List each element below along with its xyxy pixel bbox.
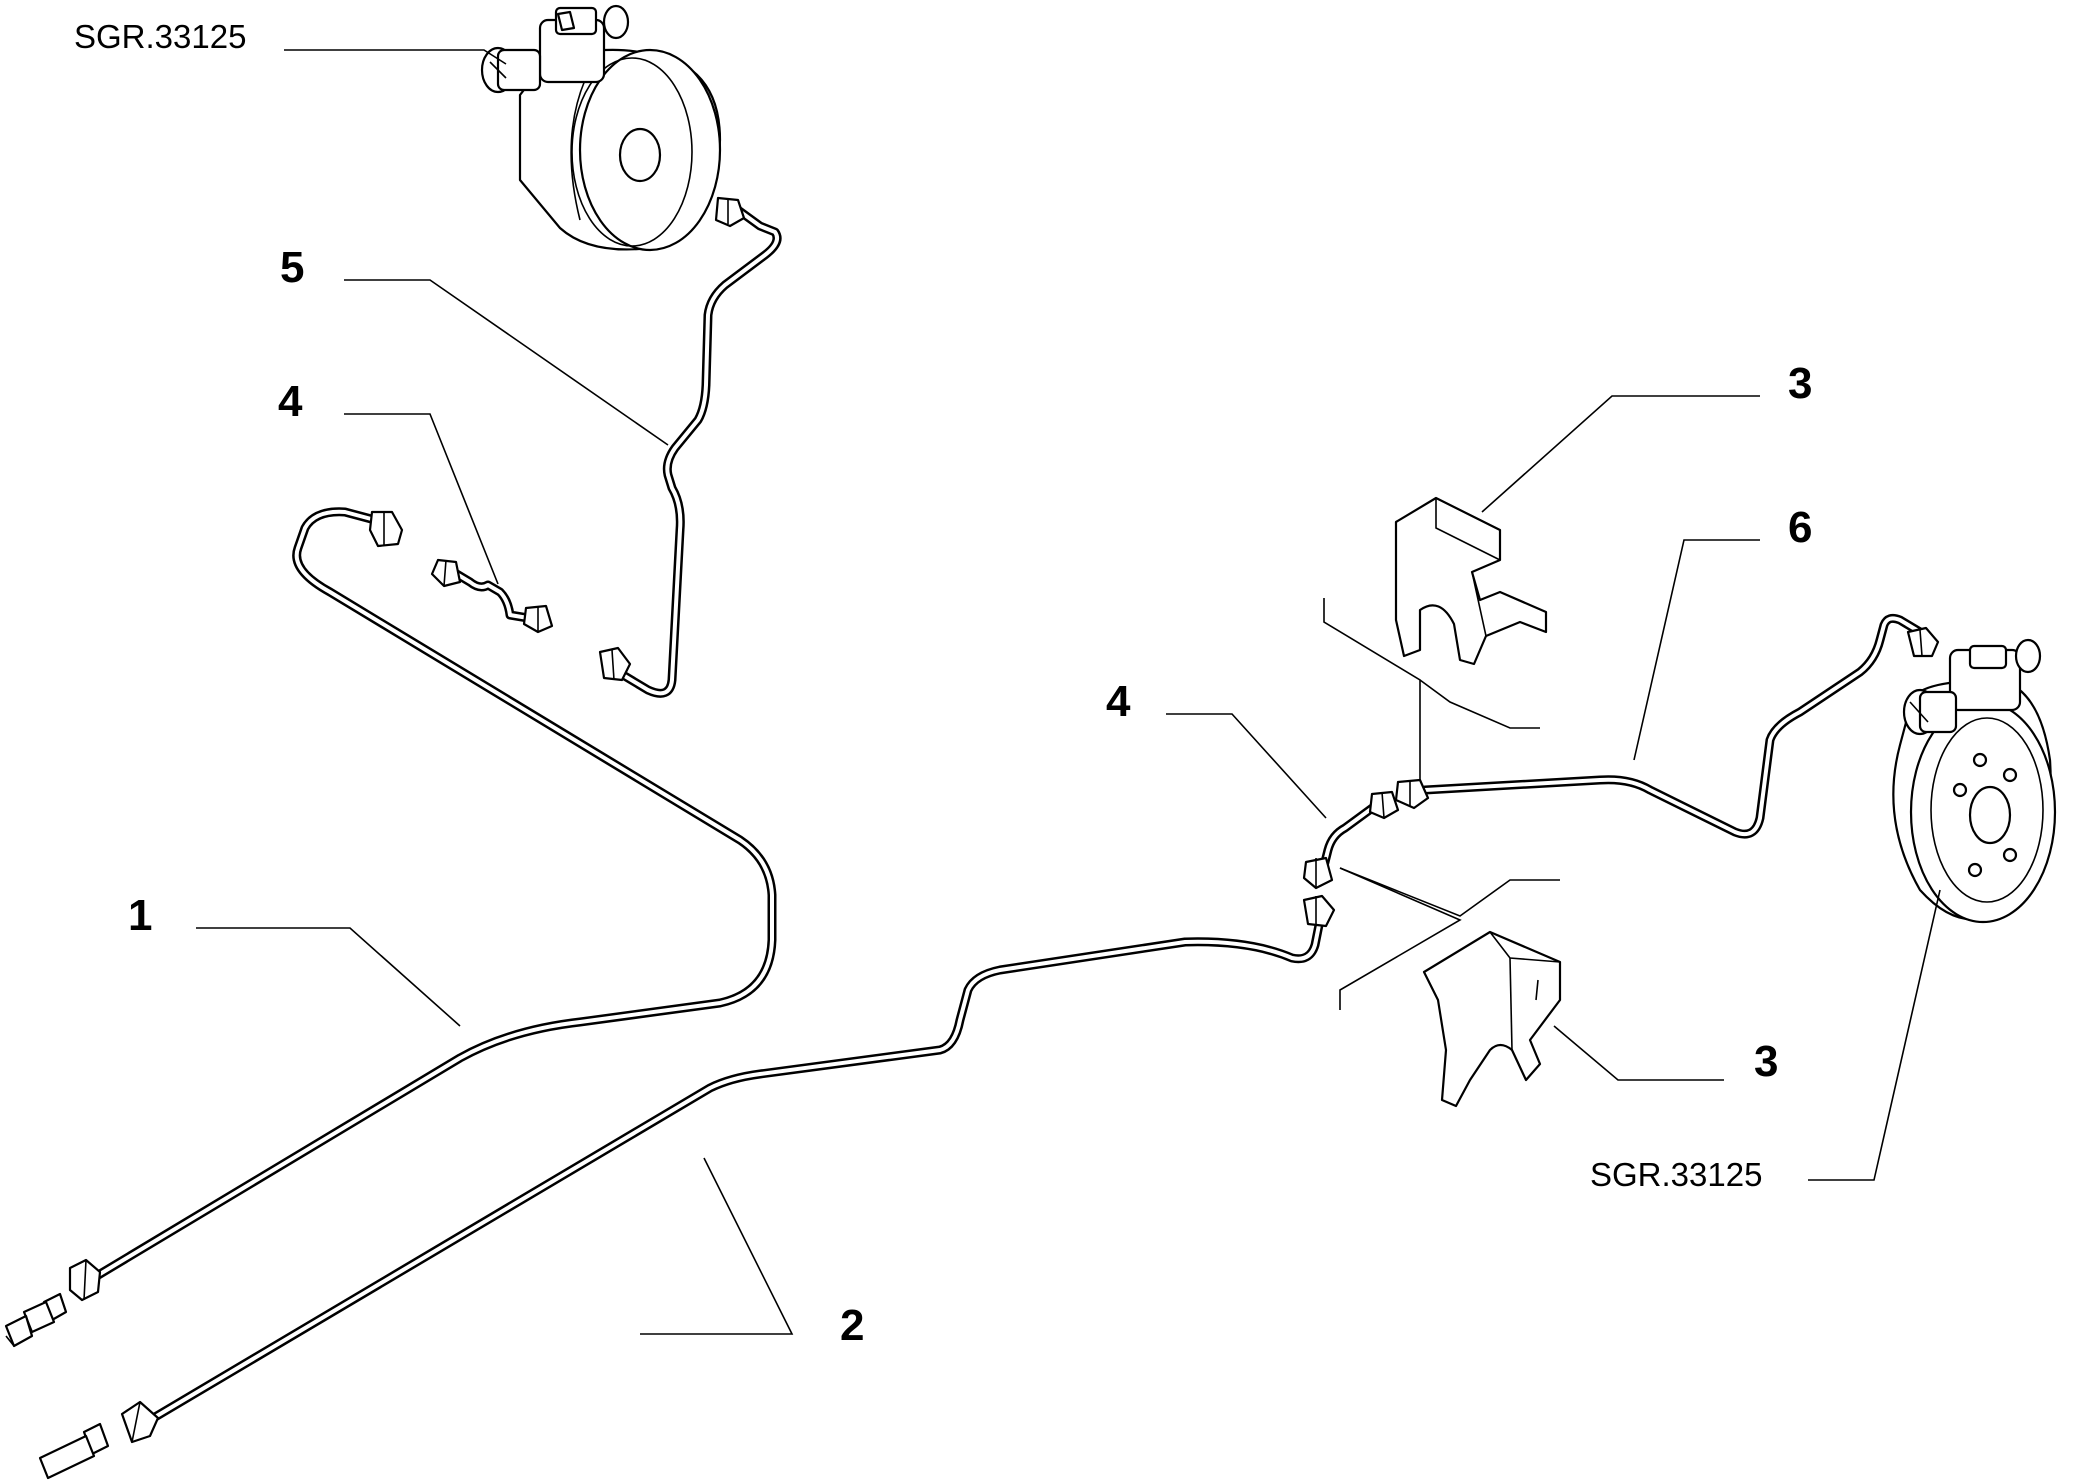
union-bolt-1 [4,1292,68,1348]
hose-4-left [445,565,545,625]
pipe-5-upper-fitting [714,196,746,228]
pipe-1-upper-fitting [368,510,404,548]
pipe-1-end-nut [68,1258,102,1302]
leader-lines [196,49,1941,1335]
pipe-2-end-fitting [120,1400,160,1444]
callout-2: 2 [840,1301,864,1350]
pipe-6-right-fitting [1906,626,1940,658]
wheel-cylinder-top [480,4,722,252]
hose-4-left-fittings [430,558,554,634]
wheel-cylinder-bottom [1892,638,2057,924]
callout-6: 6 [1788,503,1812,552]
hose-4-right-fittings [1302,790,1400,890]
callout-4-right: 4 [1106,677,1131,726]
pipe-2 [145,915,1325,1425]
pipe-5-lower-fitting [598,646,632,682]
callout-3-bottom: 3 [1754,1037,1778,1086]
callout-ref-bottom: SGR.33125 [1590,1156,1762,1193]
callout-1: 1 [128,891,152,940]
clip-3-bottom [1422,930,1562,1108]
callout-5: 5 [280,243,304,292]
callout-4-left: 4 [278,377,303,426]
pipe-2-right-fitting [1302,894,1336,928]
pipe-6 [1420,613,1930,839]
pipe-6-left-fitting [1394,778,1430,810]
union-bolt-2 [38,1422,110,1480]
clip-3-top [1394,496,1548,666]
callout-3-top: 3 [1788,359,1812,408]
pipe-5 [613,205,782,698]
callout-ref-top: SGR.33125 [74,18,246,55]
pipe-1 [85,507,777,1285]
section-lines [1323,598,1560,1010]
hose-4-right [1315,798,1390,887]
